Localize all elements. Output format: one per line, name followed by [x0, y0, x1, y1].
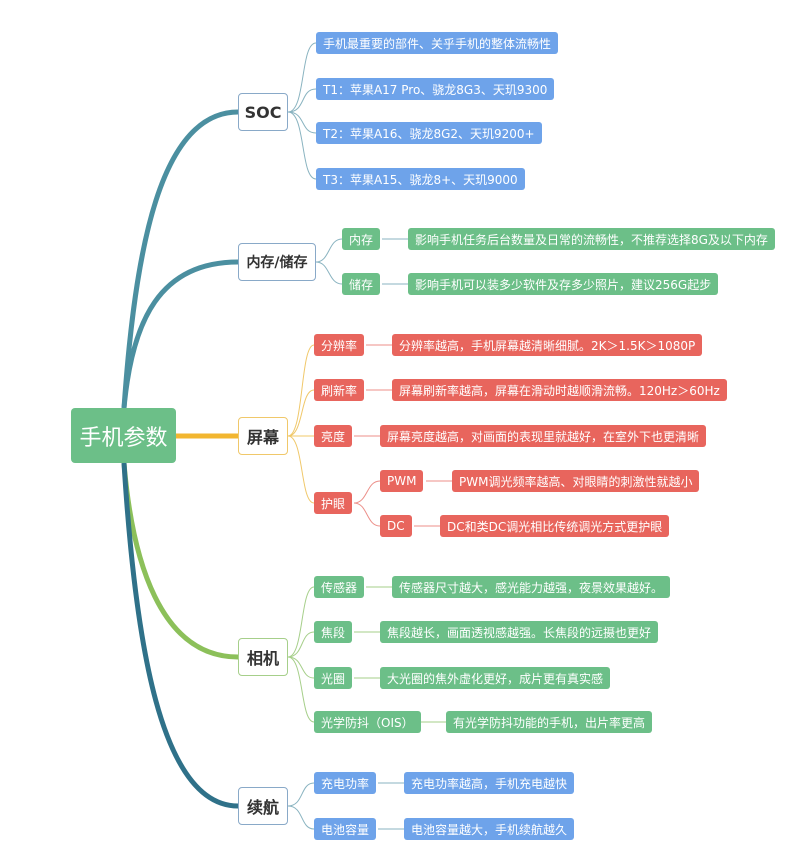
- soc-item-1[interactable]: 手机最重要的部件、关乎手机的整体流畅性: [316, 32, 559, 54]
- connector-eye-dc: [353, 502, 381, 527]
- screen-eye-pwm-label[interactable]: PWM: [380, 470, 424, 492]
- branch-battery[interactable]: 续航: [238, 787, 288, 825]
- memory-storage-label[interactable]: 储存: [342, 273, 381, 295]
- connector-battery-charge: [287, 782, 315, 807]
- connector-soc-4: [287, 111, 317, 180]
- connector-soc-2: [287, 88, 317, 113]
- memory-ram-desc[interactable]: 影响手机任务后台数量及日常的流畅性，不推荐选择8G及以下内存: [408, 228, 775, 250]
- branch-screen[interactable]: 屏幕: [238, 417, 288, 455]
- screen-brightness-label[interactable]: 亮度: [314, 425, 353, 447]
- connector-root-soc: [121, 109, 239, 409]
- screen-eye-label[interactable]: 护眼: [314, 492, 353, 514]
- camera-sensor-label[interactable]: 传感器: [314, 576, 365, 598]
- screen-refresh-label[interactable]: 刷新率: [314, 379, 365, 401]
- connector-eye-pwm: [353, 480, 381, 504]
- battery-capacity-desc[interactable]: 电池容量越大，手机续航越久: [404, 818, 575, 840]
- camera-sensor-desc[interactable]: 传感器尺寸越大，感光能力越强，夜景效果越好。: [392, 576, 671, 598]
- screen-resolution-desc[interactable]: 分辨率越高，手机屏幕越清晰细腻。2K＞1.5K＞1080P: [392, 334, 703, 356]
- connector-memory-ram: [315, 238, 343, 263]
- connector-root-battery: [121, 462, 239, 809]
- connector-root-memory: [121, 259, 239, 409]
- soc-item-2[interactable]: T1：苹果A17 Pro、骁龙8G3、天玑9300: [316, 78, 555, 100]
- connector-screen-refresh: [287, 389, 315, 437]
- branch-camera[interactable]: 相机: [238, 638, 288, 676]
- root-node[interactable]: 手机参数: [71, 408, 176, 463]
- connector-screen-resolution: [287, 344, 315, 437]
- connector-battery-capacity: [287, 805, 315, 830]
- soc-item-4[interactable]: T3：苹果A15、骁龙8+、天玑9000: [316, 168, 525, 190]
- screen-eye-dc-desc[interactable]: DC和类DC调光相比传统调光方式更护眼: [440, 515, 670, 537]
- connector-soc-3: [287, 111, 317, 134]
- memory-storage-desc[interactable]: 影响手机可以装多少软件及存多少照片，建议256G起步: [408, 273, 719, 295]
- branch-soc[interactable]: SOC: [238, 93, 288, 131]
- connector-camera-ois: [287, 656, 315, 723]
- connector-soc-1: [287, 42, 317, 113]
- screen-resolution-label[interactable]: 分辨率: [314, 334, 365, 356]
- connector-memory-storage: [315, 261, 343, 285]
- connector-camera-focal: [287, 631, 315, 658]
- connector-screen-eye: [287, 435, 315, 504]
- camera-ois-desc[interactable]: 有光学防抖功能的手机，出片率更高: [446, 711, 653, 733]
- screen-eye-dc-label[interactable]: DC: [380, 515, 412, 537]
- camera-ois-label[interactable]: 光学防抖（OIS）: [314, 711, 421, 733]
- battery-capacity-label[interactable]: 电池容量: [314, 818, 377, 840]
- screen-refresh-desc[interactable]: 屏幕刷新率越高，屏幕在滑动时越顺滑流畅。120Hz＞60Hz: [392, 379, 727, 401]
- battery-charge-label[interactable]: 充电功率: [314, 772, 377, 794]
- branch-memory[interactable]: 内存/储存: [238, 243, 316, 281]
- screen-brightness-desc[interactable]: 屏幕亮度越高，对画面的表现里就越好，在室外下也更清晰: [380, 425, 707, 447]
- connector-camera-aperture: [287, 656, 315, 679]
- camera-focal-desc[interactable]: 焦段越长，画面透视感越强。长焦段的远摄也更好: [380, 621, 659, 643]
- memory-ram-label[interactable]: 内存: [342, 228, 381, 250]
- camera-aperture-label[interactable]: 光圈: [314, 667, 353, 689]
- battery-charge-desc[interactable]: 充电功率越高，手机充电越快: [404, 772, 575, 794]
- soc-item-3[interactable]: T2：苹果A16、骁龙8G2、天玑9200+: [316, 122, 542, 144]
- camera-aperture-desc[interactable]: 大光圈的焦外虚化更好，成片更有真实感: [380, 667, 611, 689]
- connector-camera-sensor: [287, 586, 315, 658]
- screen-eye-pwm-desc[interactable]: PWM调光频率越高、对眼睛的刺激性就越小: [452, 470, 700, 492]
- camera-focal-label[interactable]: 焦段: [314, 621, 353, 643]
